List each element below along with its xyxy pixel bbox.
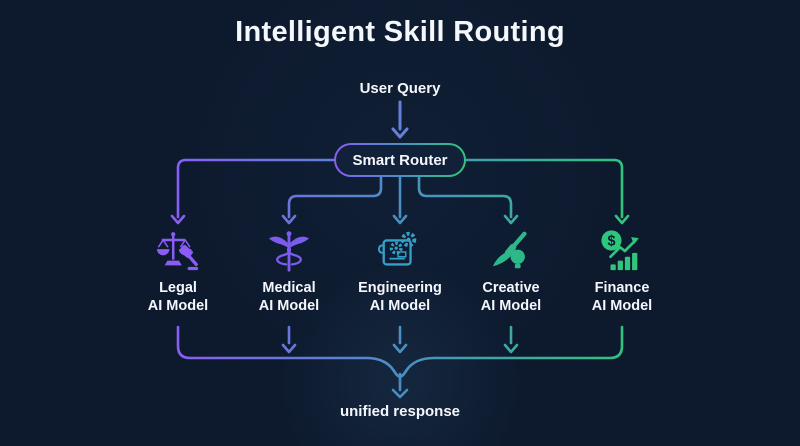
- model-type-label: AI Model: [591, 298, 653, 314]
- smart-router-label: Smart Router: [352, 151, 448, 169]
- dollar-coin-chart-icon: $: [599, 228, 645, 274]
- edge-router-to-legal: [170, 158, 336, 225]
- model-node-finance: $ Finance AI Model: [562, 228, 682, 315]
- scales-of-justice-gavel-icon: [155, 228, 201, 274]
- edge-finance-to-bus: [398, 325, 624, 379]
- model-name: Medical: [262, 280, 316, 296]
- model-name: Creative: [482, 280, 540, 296]
- unified-response-label: unified response: [339, 403, 461, 420]
- paintbrush-bulb-icon: [488, 228, 534, 274]
- model-type-label: AI Model: [369, 298, 431, 314]
- edge-medical-to-bus: [281, 325, 297, 354]
- model-name: Engineering: [358, 280, 442, 296]
- model-type-label: AI Model: [480, 298, 542, 314]
- model-node-legal: Legal AI Model: [118, 228, 238, 315]
- arrow-bus-to-unified-response: [391, 372, 409, 399]
- edge-creative-to-bus: [503, 325, 519, 354]
- model-type-label: AI Model: [147, 298, 209, 314]
- model-name: Finance: [594, 280, 650, 296]
- smart-router-node: Smart Router: [334, 143, 466, 177]
- edge-router-to-creative: [417, 173, 519, 225]
- edge-router-to-finance: [464, 158, 630, 225]
- model-name: Legal: [159, 280, 197, 296]
- model-node-engineering: Engineering AI Model: [340, 228, 460, 315]
- model-node-medical: Medical AI Model: [229, 228, 349, 315]
- edge-legal-to-bus: [176, 325, 402, 379]
- user-query-label: User Query: [359, 80, 441, 97]
- page-title: Intelligent Skill Routing: [235, 16, 565, 48]
- edge-router-to-medical: [281, 173, 383, 225]
- model-node-creative: Creative AI Model: [451, 228, 571, 315]
- arrow-user-query-to-router: [391, 100, 409, 139]
- model-type-label: AI Model: [258, 298, 320, 314]
- edge-router-to-engineering: [392, 173, 408, 225]
- caduceus-icon: [266, 228, 312, 274]
- edge-engineering-to-bus: [392, 325, 408, 354]
- dollar-sign-glyph: $: [607, 234, 615, 250]
- blueprint-gears-icon: [377, 228, 423, 274]
